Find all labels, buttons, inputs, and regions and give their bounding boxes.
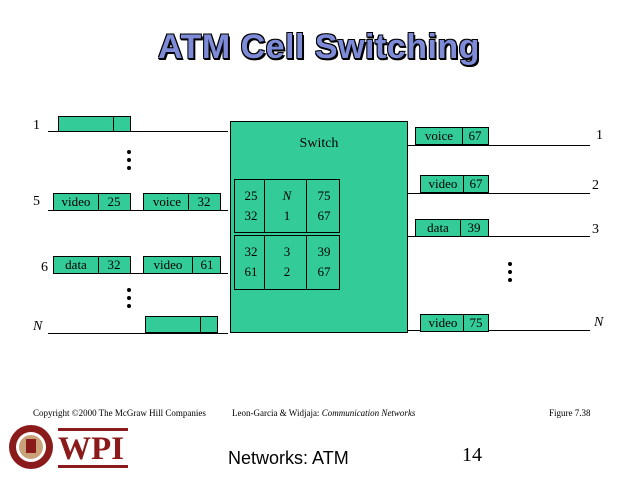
slide-title: ATM Cell Switching	[158, 28, 480, 66]
input-port-6-label: 6	[41, 260, 48, 275]
output-cell-data-39: data 39	[415, 219, 489, 237]
output-port-1-label: 1	[596, 128, 603, 143]
input-port-1-label: 1	[33, 118, 40, 133]
routing-table-block-1: 25 32 N 1 75 67	[234, 179, 340, 233]
bottom-subtitle: Networks: ATM	[228, 448, 349, 468]
table-out-vci: 67	[317, 264, 331, 279]
switch-box: Switch 25 32 N 1 75 67 32 61 3 2 39	[230, 121, 408, 333]
input-line-1	[48, 131, 228, 132]
cell-vci-label: 39	[467, 220, 481, 235]
cell-vci-label: 32	[107, 257, 121, 272]
cell-type-label: data	[65, 257, 87, 272]
input-port-N-label: N	[33, 319, 43, 334]
output-line-1	[408, 145, 590, 146]
citation-text: Leon-Garcia & Widjaja: Communication Net…	[232, 408, 415, 418]
input-line-N	[48, 333, 228, 334]
copyright-text: Copyright ©2000 The McGraw Hill Companie…	[33, 408, 206, 418]
output-port-2-label: 2	[592, 178, 599, 193]
authors-text: Leon-Garcia & Widjaja:	[232, 408, 322, 418]
cell-type-label: voice	[152, 194, 182, 209]
cell-type-label: voice	[424, 128, 454, 143]
table-in-vci: 32	[244, 208, 258, 223]
output-line-2	[408, 193, 590, 194]
output-cell-video-67: video 67	[420, 175, 489, 193]
cell-vci-label: 67	[469, 176, 483, 191]
cell-type-label: video	[428, 315, 458, 330]
routing-table-block-2: 32 61 3 2 39 67	[234, 235, 340, 290]
input-cell-data-32: data 32	[53, 256, 131, 274]
output-port-3-label: 3	[592, 222, 599, 237]
book-title: Communication Networks	[321, 408, 416, 418]
figure-number: Figure 7.38	[549, 408, 591, 418]
output-port-N-label: N	[594, 315, 604, 330]
ellipsis-dots-1	[127, 150, 131, 174]
table-out-vci: 39	[317, 244, 331, 259]
cell-vci-label: 67	[468, 128, 482, 143]
table-out-vci: 75	[317, 188, 331, 203]
cell-type-label: video	[153, 257, 183, 272]
table-out-port: N	[282, 188, 292, 203]
wpi-logo: WPI	[58, 428, 128, 468]
table-out-port: 2	[283, 264, 291, 279]
input-line-5	[48, 210, 228, 211]
output-line-3	[408, 236, 590, 237]
cell-vci-label: 32	[197, 194, 211, 209]
input-empty-cell-N	[145, 316, 218, 333]
cell-vci-label: 25	[107, 194, 121, 209]
page-number: 14	[462, 444, 482, 466]
table-in-vci: 32	[244, 244, 258, 259]
wpi-seal-icon	[8, 424, 54, 470]
table-out-port: 3	[283, 244, 291, 259]
input-port-5-label: 5	[33, 194, 40, 209]
ellipsis-dots-2	[127, 288, 131, 312]
table-in-vci: 61	[244, 264, 258, 279]
cell-type-label: video	[61, 194, 91, 209]
input-cell-video-61: video 61	[143, 256, 221, 274]
cell-vci-label: 61	[200, 257, 214, 272]
cell-type-label: data	[427, 220, 449, 235]
output-line-N	[408, 330, 590, 331]
input-cell-voice-32: voice 32	[143, 193, 221, 211]
wpi-logo-text: WPI	[58, 431, 124, 467]
cell-type-label: video	[428, 176, 458, 191]
ellipsis-dots-3	[508, 262, 512, 286]
table-in-vci: 25	[244, 188, 258, 203]
cell-vci-label: 75	[469, 315, 483, 330]
input-cell-video-25: video 25	[53, 193, 131, 211]
table-out-port: 1	[283, 208, 291, 223]
input-line-6	[53, 273, 228, 274]
switch-label: Switch	[299, 136, 339, 151]
output-cell-video-75: video 75	[420, 314, 489, 332]
input-empty-cell-1	[58, 116, 131, 132]
table-out-vci: 67	[317, 208, 331, 223]
output-cell-voice-67: voice 67	[415, 127, 489, 145]
